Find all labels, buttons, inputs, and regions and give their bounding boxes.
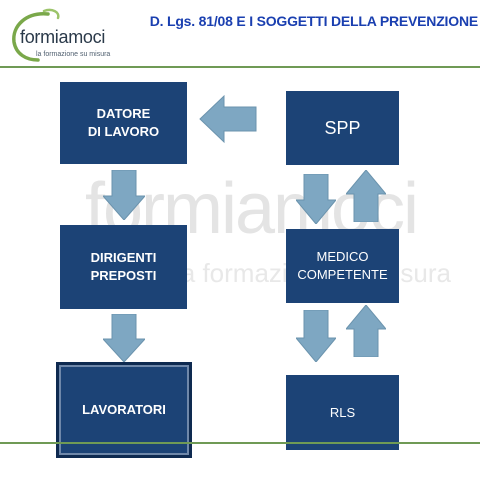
box-spp: SPP: [286, 91, 399, 165]
arrow-up-icon: [346, 305, 386, 357]
box-medico-competente: MEDICO COMPETENTE: [286, 229, 399, 303]
box-datore-label: DATORE DI LAVORO: [87, 106, 160, 139]
logo-swoosh-icon: [12, 8, 60, 62]
logo-tagline: la formazione su misura: [36, 51, 111, 58]
arrow-down-icon: [296, 310, 336, 362]
box-dirigenti-preposti: DIRIGENTI PREPOSTI: [60, 225, 187, 309]
arrow-down-icon: [296, 174, 336, 224]
box-lavoratori-label: LAVORATORI: [82, 402, 166, 417]
box-rls: RLS: [286, 375, 399, 450]
box-medico-label: MEDICO COMPETENTE: [297, 249, 388, 282]
footer-divider: [0, 442, 480, 444]
logo-word: formiamoci: [20, 27, 106, 47]
header-divider: [0, 66, 480, 68]
page-title: D. Lgs. 81/08 E I SOGGETTI DELLA PREVENZ…: [149, 13, 479, 29]
box-dirigenti-label: DIRIGENTI PREPOSTI: [90, 250, 157, 283]
box-datore-di-lavoro: DATORE DI LAVORO: [60, 82, 187, 164]
box-rls-label: RLS: [329, 404, 356, 420]
box-spp-label: SPP: [324, 118, 361, 138]
arrow-down-icon: [103, 314, 145, 362]
arrow-down-icon: [103, 170, 145, 220]
arrow-up-icon: [346, 170, 386, 222]
logo: formiamoci la formazione su misura: [8, 8, 128, 64]
arrow-left-icon: [199, 94, 257, 144]
